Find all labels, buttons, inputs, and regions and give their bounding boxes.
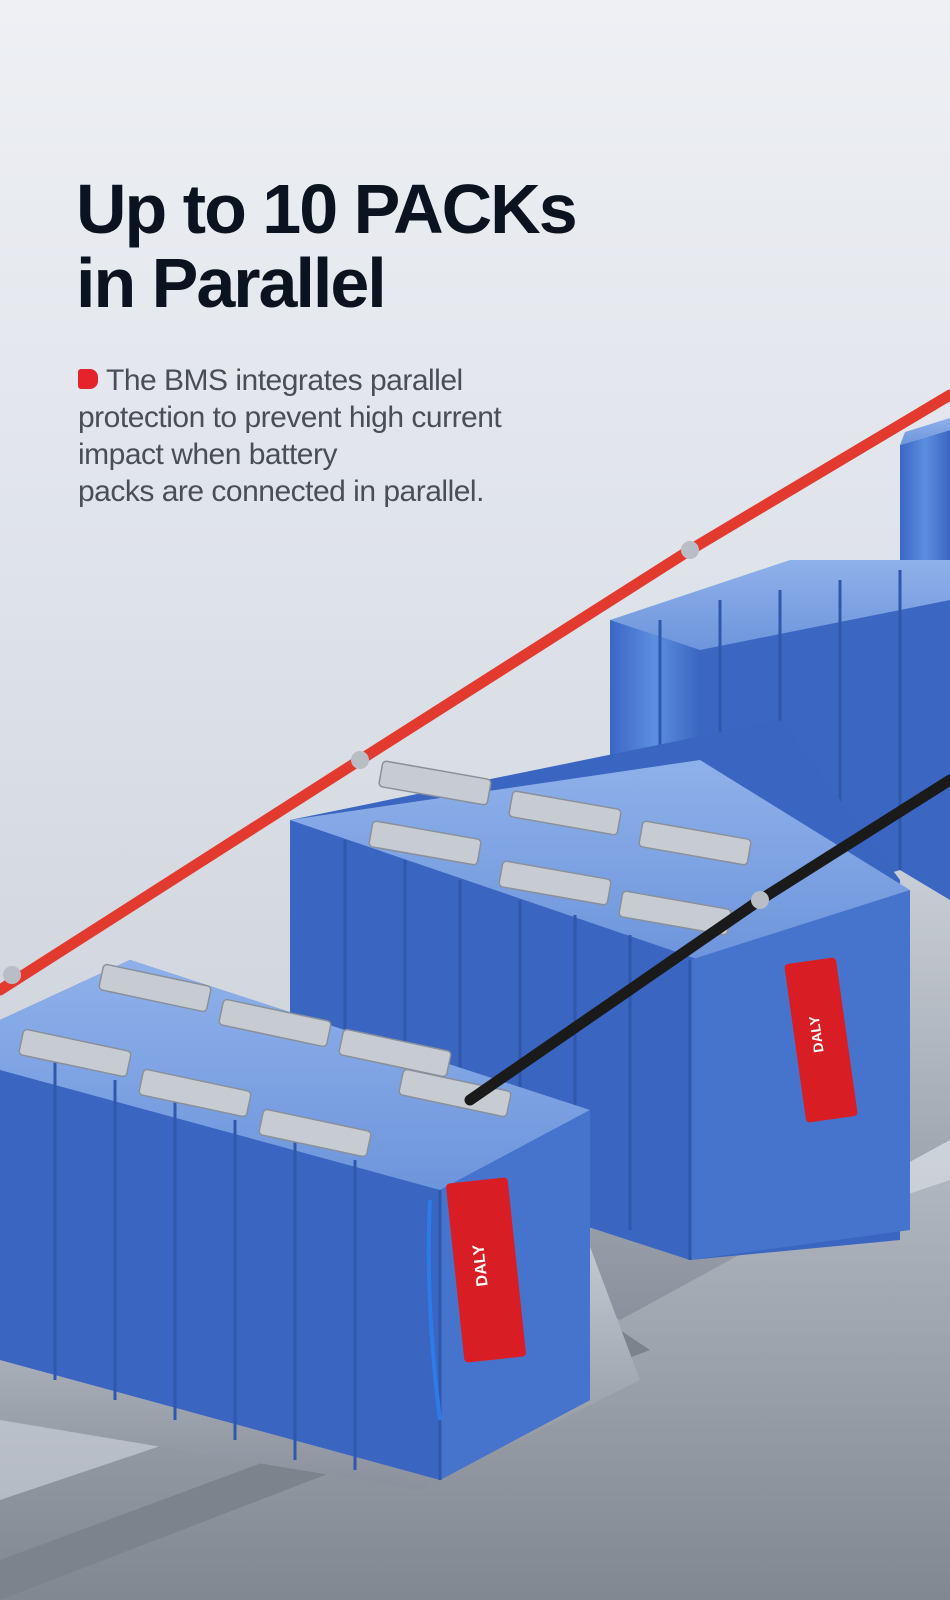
description: The BMS integrates parallel protection t… — [78, 362, 578, 510]
headline-line-1: Up to 10 PACKs — [76, 170, 578, 248]
parallel-cables — [0, 389, 950, 1106]
bms-module-1: DALY — [784, 957, 858, 1123]
bms-brand-label-1: DALY — [806, 1014, 827, 1053]
headline: Up to 10 PACKs in Parallel — [76, 170, 578, 322]
description-line-1-wrap: The BMS integrates parallel — [78, 362, 578, 399]
description-line-1: The BMS integrates parallel — [106, 364, 463, 397]
bms-module-0: DALY — [426, 1177, 526, 1421]
description-line-4: packs are connected in parallel. — [78, 475, 484, 508]
description-line-2: protection to prevent high current — [78, 401, 502, 434]
headline-line-2: in Parallel — [76, 244, 387, 322]
bms-brand-label-0: DALY — [470, 1243, 491, 1287]
battery-pack-0: DALY — [0, 960, 640, 1490]
description-line-3: impact when battery — [78, 438, 337, 471]
bullet-icon — [78, 369, 98, 389]
